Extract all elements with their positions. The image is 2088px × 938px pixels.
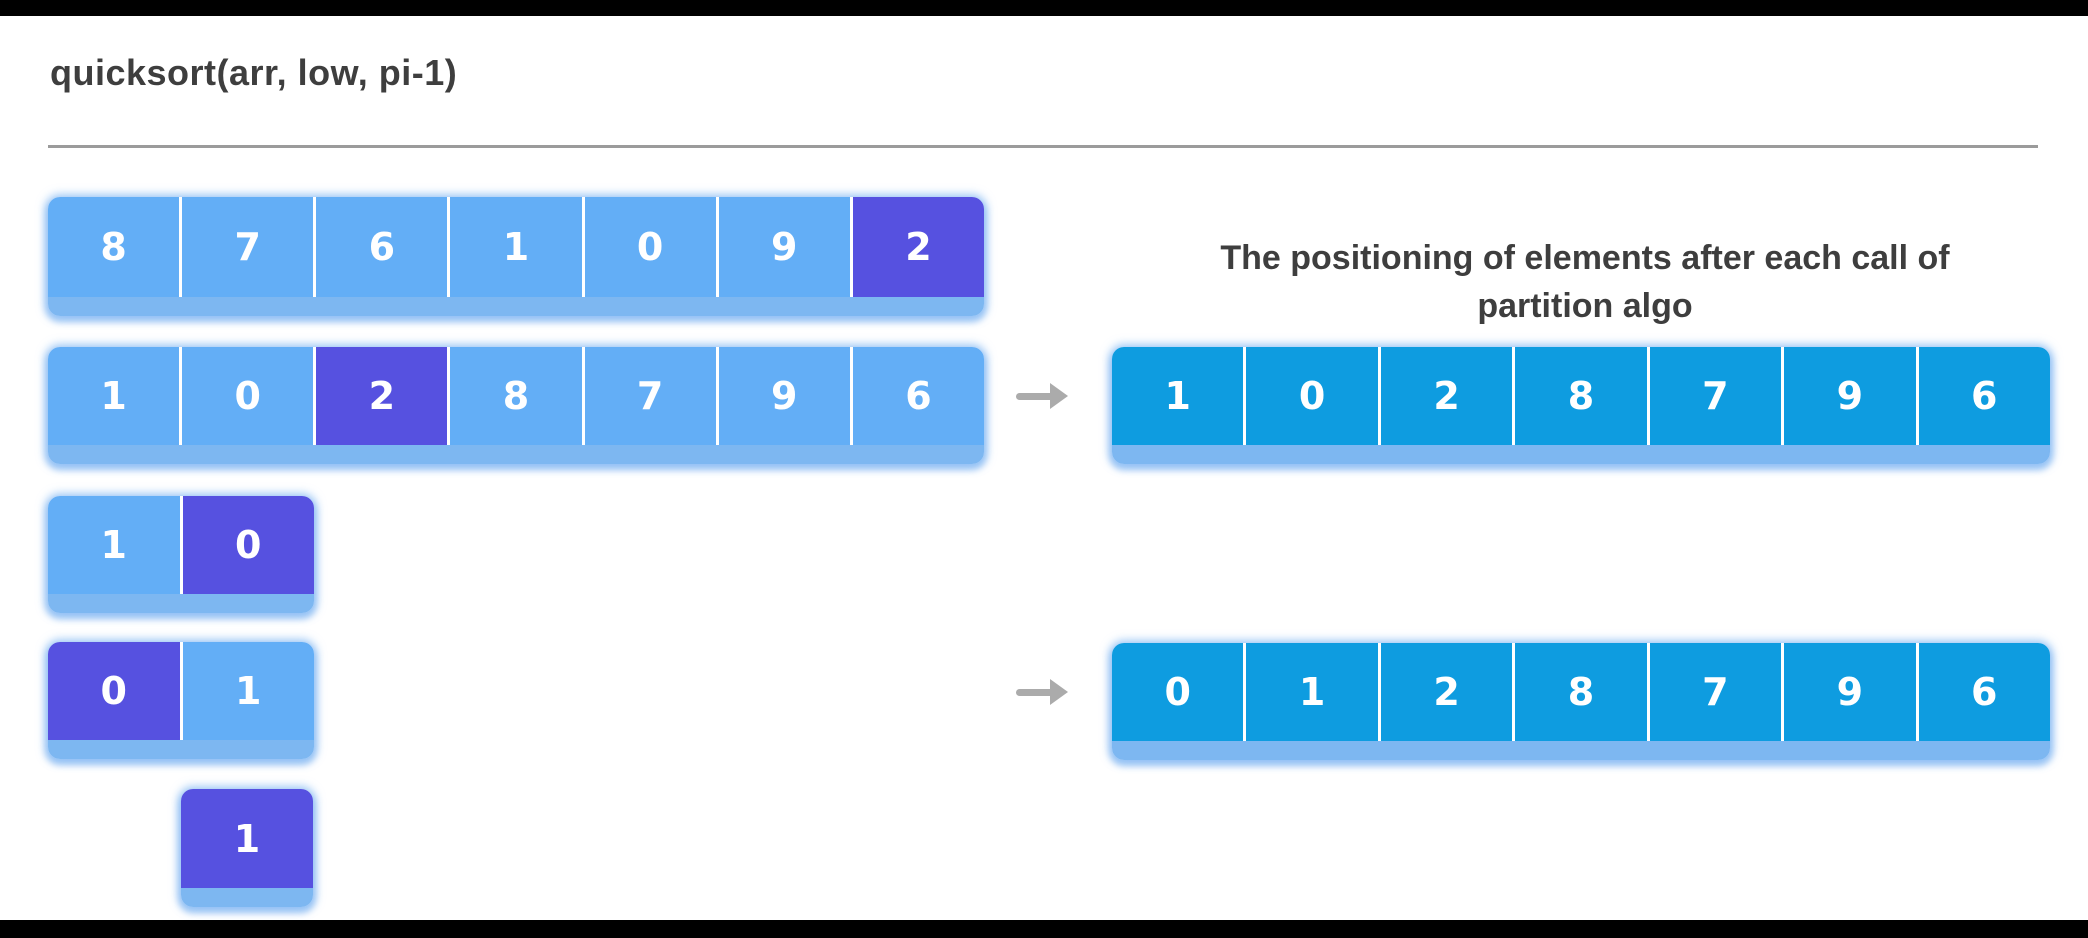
- array-cell: 9: [715, 347, 850, 445]
- array-cell-pivot: 0: [179, 496, 314, 594]
- array-base-strip: [48, 297, 984, 316]
- array-base-strip: [181, 888, 313, 907]
- bottom-letterbox-bar: [0, 920, 2088, 938]
- array-cell: 0: [179, 347, 314, 445]
- array-cell-pivot: 2: [313, 347, 448, 445]
- array-cell: 1: [1243, 643, 1378, 741]
- array-cell-pivot: 1: [181, 789, 313, 888]
- array-cell: 9: [715, 197, 850, 297]
- array-cells: 1 0: [48, 496, 314, 594]
- right-arrow-icon: [1016, 383, 1068, 409]
- array-base-strip: [1112, 741, 2050, 760]
- top-letterbox-bar: [0, 0, 2088, 16]
- array-cell: 9: [1781, 643, 1916, 741]
- array-cell: 0: [1243, 347, 1378, 445]
- array-cell: 6: [1915, 643, 2050, 741]
- array-cells: 1 0 2 8 7 9 6: [48, 347, 984, 445]
- array-base-strip: [1112, 445, 2050, 464]
- array-cell: 9: [1781, 347, 1916, 445]
- arrow-shaft: [1016, 689, 1054, 696]
- array-cell-pivot: 2: [849, 197, 984, 297]
- array-cell: 7: [179, 197, 314, 297]
- array-cell: 1: [1112, 347, 1244, 445]
- arrow-head: [1050, 383, 1068, 409]
- array-cell: 0: [1112, 643, 1244, 741]
- array-cell: 7: [1646, 643, 1782, 741]
- array-cell: 1: [48, 496, 180, 594]
- array-cell: 1: [179, 642, 314, 740]
- array-cell: 0: [581, 197, 716, 297]
- array-cell: 8: [1512, 643, 1647, 741]
- array-partition-result-1: 1 0 2 8 7 9 6: [1112, 347, 2050, 464]
- array-cell: 1: [48, 347, 180, 445]
- array-cells: 1 0 2 8 7 9 6: [1112, 347, 2050, 445]
- array-base-strip: [48, 445, 984, 464]
- array-cells: 0 1: [48, 642, 314, 740]
- array-cell: 6: [849, 347, 984, 445]
- right-arrow-icon: [1016, 679, 1068, 705]
- arrow-head: [1050, 679, 1068, 705]
- array-cell: 8: [447, 347, 582, 445]
- array-partition-result-2: 0 1 2 8 7 9 6: [1112, 643, 2050, 760]
- results-heading-line1: The positioning of elements after each c…: [1220, 239, 1950, 277]
- results-heading: The positioning of elements after each c…: [1165, 234, 2005, 330]
- array-cell: 8: [48, 197, 180, 297]
- array-cells: 8 7 6 1 0 9 2: [48, 197, 984, 297]
- array-cell: 7: [1646, 347, 1782, 445]
- array-cell: 7: [581, 347, 716, 445]
- array-call-5: 1: [181, 789, 313, 907]
- array-call-4: 0 1: [48, 642, 314, 759]
- array-call-1: 8 7 6 1 0 9 2: [48, 197, 984, 316]
- array-cell-pivot: 0: [48, 642, 180, 740]
- array-cell: 1: [447, 197, 582, 297]
- section-divider: [48, 145, 2038, 148]
- array-cells: 0 1 2 8 7 9 6: [1112, 643, 2050, 741]
- array-cell: 2: [1377, 347, 1513, 445]
- array-base-strip: [48, 594, 314, 613]
- array-cell: 6: [313, 197, 448, 297]
- array-call-2: 1 0 2 8 7 9 6: [48, 347, 984, 464]
- arrow-shaft: [1016, 393, 1054, 400]
- results-heading-line2: partition algo: [1477, 287, 1693, 325]
- array-call-3: 1 0: [48, 496, 314, 613]
- array-cell: 8: [1512, 347, 1647, 445]
- array-cell: 2: [1377, 643, 1513, 741]
- array-base-strip: [48, 740, 314, 759]
- function-call-title: quicksort(arr, low, pi-1): [50, 52, 458, 93]
- array-cells: 1: [181, 789, 313, 888]
- array-cell: 6: [1915, 347, 2050, 445]
